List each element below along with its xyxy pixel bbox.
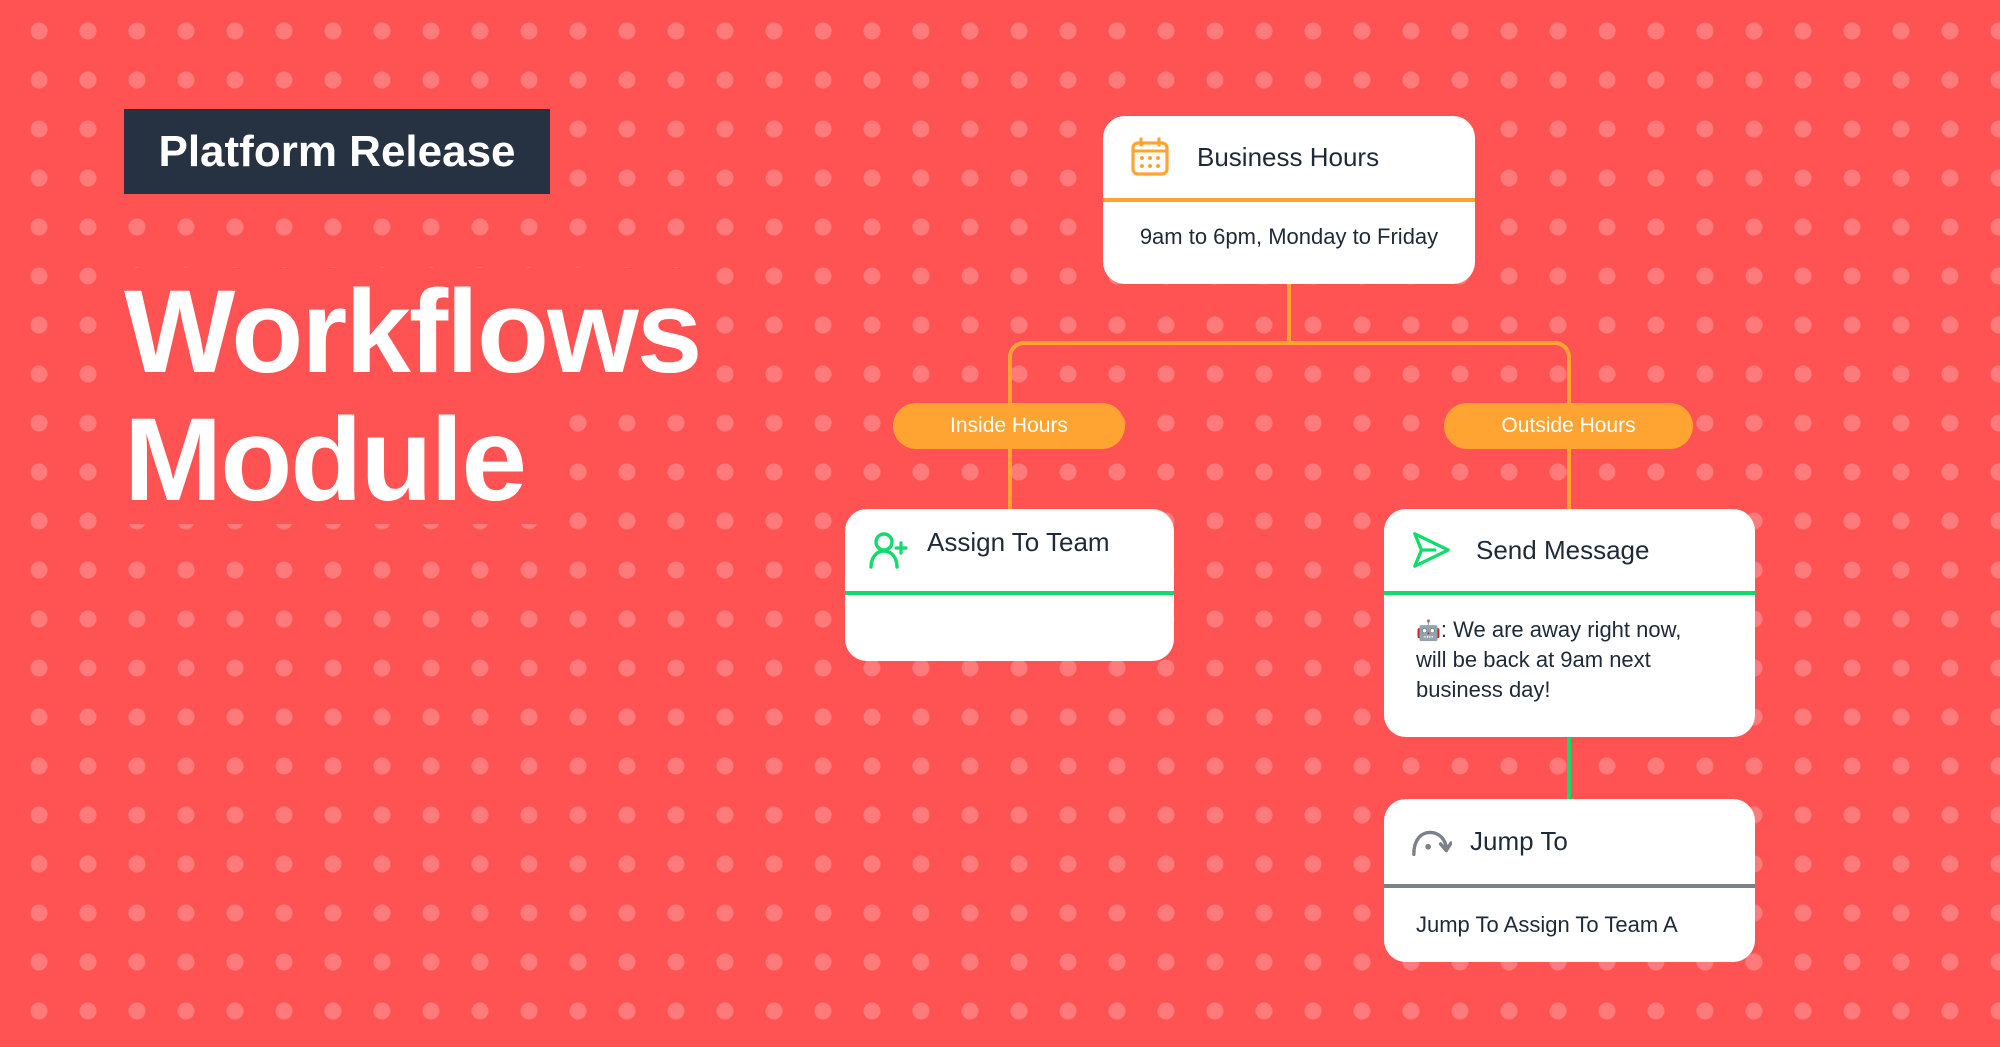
assign-to-team-body (845, 595, 1174, 627)
connector-outside-down (1567, 440, 1571, 510)
jump-icon (1410, 821, 1452, 863)
jump-to-body: Jump To Assign To Team A (1416, 912, 1678, 937)
send-message-card[interactable]: Send Message 🤖: We are away right now, w… (1384, 509, 1755, 737)
business-hours-body: 9am to 6pm, Monday to Friday (1139, 224, 1439, 249)
send-message-text: : We are away right now, will be back at… (1416, 617, 1682, 702)
platform-release-badge: Platform Release (124, 109, 550, 194)
page-title-line-1: Workflows (118, 268, 715, 396)
calendar-icon (1129, 136, 1171, 178)
branch-connector (1008, 341, 1571, 461)
inside-hours-label: Inside Hours (950, 414, 1068, 437)
robot-emoji-icon: 🤖 (1416, 618, 1441, 642)
page-title-line-2: Module (118, 396, 539, 524)
send-message-title: Send Message (1476, 534, 1650, 565)
outside-hours-pill[interactable]: Outside Hours (1444, 403, 1693, 449)
send-icon (1410, 529, 1452, 571)
jump-to-card[interactable]: Jump To Jump To Assign To Team A (1384, 799, 1755, 962)
connector-inside-down (1008, 440, 1012, 510)
assign-to-team-title: Assign To Team (927, 527, 1110, 557)
outside-hours-label: Outside Hours (1501, 414, 1636, 437)
assign-to-team-divider (845, 591, 1174, 595)
inside-hours-pill[interactable]: Inside Hours (893, 403, 1125, 449)
assign-to-team-card[interactable]: Assign To Team (845, 509, 1174, 661)
business-hours-card[interactable]: Business Hours 9am to 6pm, Monday to Fri… (1103, 116, 1475, 284)
user-plus-icon (867, 529, 909, 571)
badge-label: Platform Release (158, 126, 516, 176)
business-hours-divider (1103, 198, 1475, 202)
send-message-body: 🤖: We are away right now, will be back a… (1384, 595, 1755, 705)
connector-send-to-jump (1567, 736, 1571, 800)
connector-business-hours-down (1287, 283, 1291, 343)
send-message-divider (1384, 591, 1755, 595)
jump-to-divider (1384, 884, 1755, 888)
jump-to-title: Jump To (1470, 826, 1568, 856)
business-hours-title: Business Hours (1197, 141, 1380, 172)
